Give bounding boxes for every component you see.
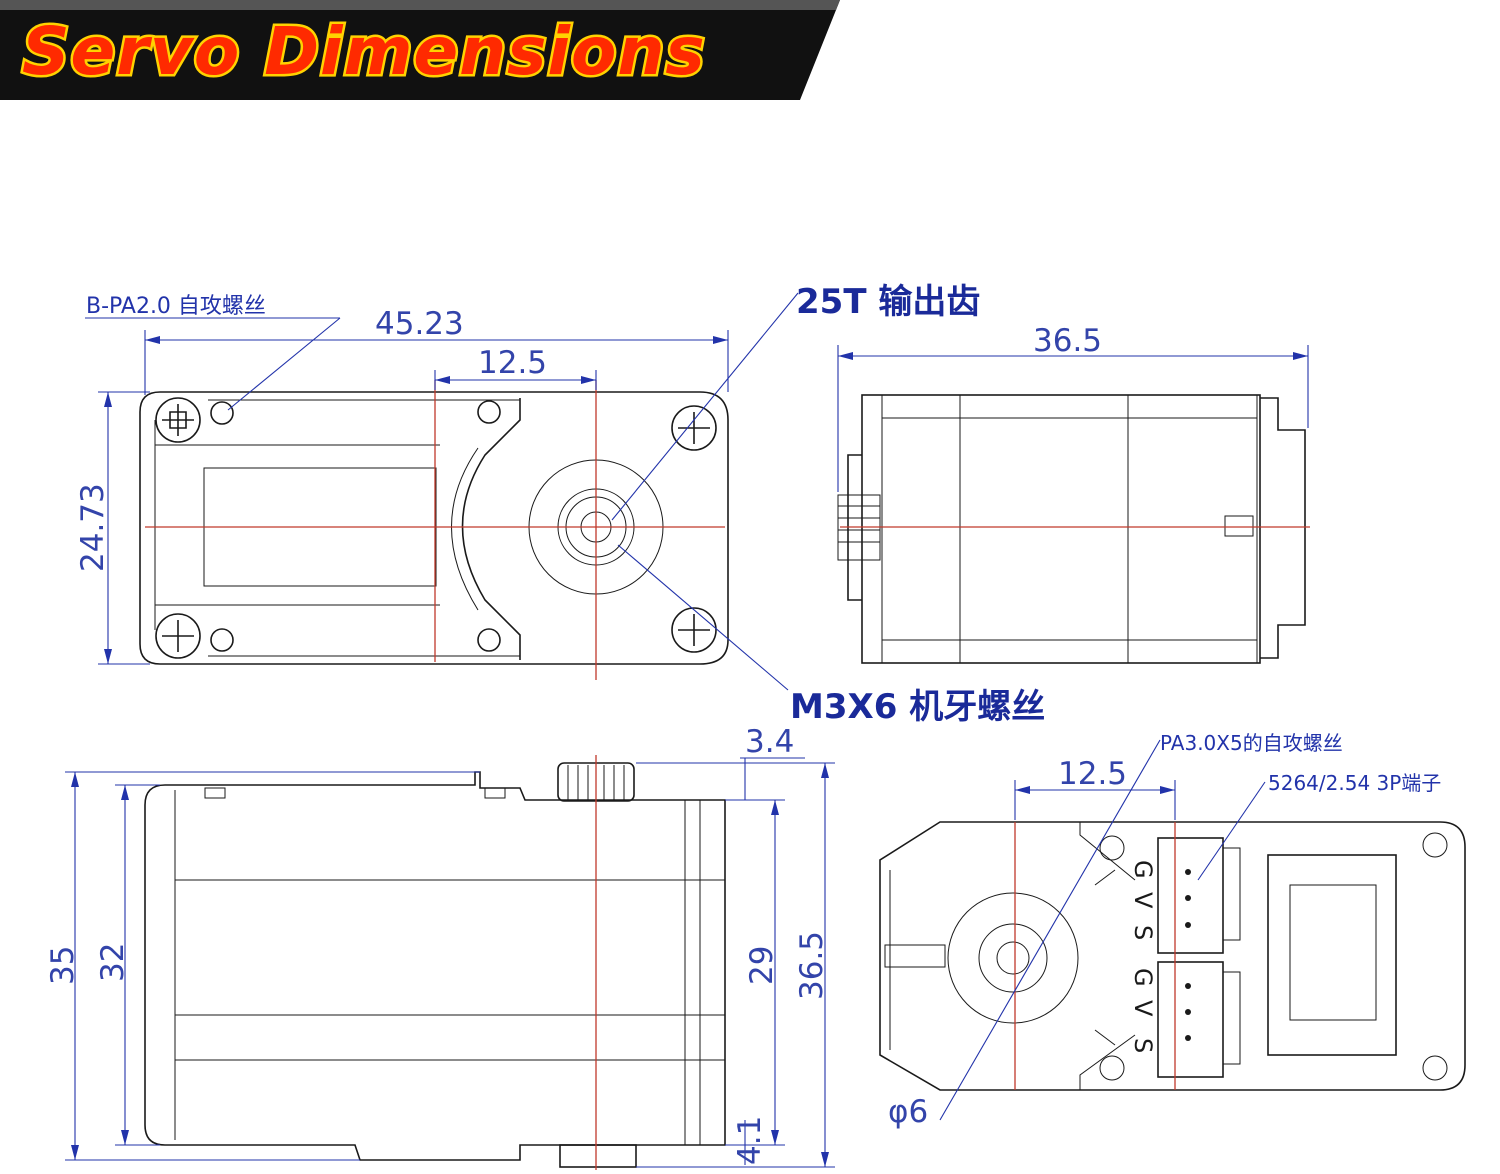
side-view-outline: [144, 771, 726, 1161]
label-connector: 5264/2.54 3P端子: [1268, 771, 1441, 795]
mount-hole: [477, 628, 501, 652]
connector-lower: [1157, 961, 1224, 1078]
dim-bottom-shaft-offset-value: 12.5: [1058, 756, 1127, 792]
bottom-view-label-inner: [1289, 884, 1377, 1021]
bottom-view-chamfer: [1079, 822, 1136, 1090]
title-banner: Servo Dimensions: [0, 0, 840, 100]
label-horn-screw: M3X6 机牙螺丝: [790, 687, 1045, 727]
end-view-inner: [881, 394, 1258, 664]
end-view-body: [861, 394, 1261, 664]
dim-height-total: 35: [45, 771, 480, 1161]
dim-overall-length-value: 45.23: [375, 306, 464, 342]
connector-pin: [1185, 983, 1191, 989]
pin-label-upper-s: S: [1129, 925, 1157, 940]
dim-height-with-shaft: 36.5: [636, 762, 835, 1168]
connector-pin: [1185, 1009, 1191, 1015]
connector-upper-pins: G V S: [1129, 860, 1157, 940]
dim-end-width-value: 36.5: [1033, 323, 1102, 359]
dim-shaft-diameter: φ6: [888, 1094, 928, 1130]
banner-title: Servo Dimensions: [22, 13, 706, 90]
leader-screw-mount: [227, 317, 341, 411]
top-view-case: [154, 420, 440, 630]
pin-label-upper-v: V: [1129, 892, 1157, 909]
top-view-gear-arc-inner: [451, 447, 479, 611]
bottom-mount-hole: [1422, 832, 1448, 858]
leader-bottom-screw: [939, 739, 1161, 1121]
dim-height-with-shaft-value: 36.5: [794, 931, 830, 1000]
bottom-view: G V S G V S 12.5 PA3.0X5的自攻螺丝 5264/2.54 …: [879, 731, 1466, 1130]
pin-label-lower-v: V: [1129, 1000, 1157, 1017]
bottom-horn-inner: [978, 923, 1048, 993]
connector-pin: [1185, 869, 1191, 875]
dim-height-body: 32: [95, 784, 160, 1146]
end-view-tab: [1224, 515, 1254, 537]
dim-shaft-offset: 12.5: [434, 345, 597, 390]
top-view: 45.23 12.5 24.73 B-PA2.0 自攻螺丝 25T 输出齿 M3…: [75, 282, 1045, 727]
dim-shaft-top: 3.4: [740, 724, 805, 800]
dim-end-width: 36.5: [837, 323, 1309, 492]
connector-upper: [1157, 837, 1224, 954]
bottom-view-label: [1267, 854, 1397, 1056]
side-view-bottom-boss: [559, 1144, 637, 1168]
mount-screw-top-right: [671, 405, 717, 451]
leader-connector: [1197, 781, 1266, 881]
dim-height: 24.73: [75, 391, 150, 665]
top-view-outline: [139, 391, 729, 665]
pin-label-lower-s: S: [1129, 1038, 1157, 1053]
mount-screw-bottom-right: [671, 607, 717, 653]
dim-overall-length: 45.23: [144, 306, 729, 395]
label-output-gear: 25T 输出齿: [796, 282, 980, 322]
top-view-gear-arc: [461, 398, 521, 660]
bottom-horn-hole: [996, 941, 1030, 975]
dim-height-case: 29: [725, 799, 785, 1146]
connector-pin: [1185, 1035, 1191, 1041]
mount-screw-top-left: [155, 397, 201, 443]
bottom-view-mark: [1094, 869, 1116, 886]
connector-pin: [1185, 895, 1191, 901]
dim-shaft-offset-value: 12.5: [478, 345, 547, 381]
connector-latch: [1223, 847, 1241, 1065]
leader-horn-screw: [617, 544, 789, 691]
banner-highlight: [0, 0, 840, 10]
label-bottom-screw: PA3.0X5的自攻螺丝: [1160, 731, 1343, 755]
end-view: 36.5: [837, 323, 1310, 664]
connector-pin: [1185, 922, 1191, 928]
banner-band: [0, 0, 840, 100]
dim-bottom-tab-value: 4.1: [732, 1116, 768, 1165]
side-view-notch: [484, 787, 506, 799]
pin-label-lower-g: G: [1129, 968, 1157, 987]
mount-hole: [210, 628, 234, 652]
leader-output-gear: [611, 292, 799, 521]
dim-bottom-shaft-offset: 12.5: [1014, 756, 1176, 820]
dim-bottom-tab: 4.1: [732, 1116, 768, 1165]
bottom-mount-hole: [1099, 835, 1125, 861]
side-view: 35 32 29 36.5 3.4: [45, 724, 835, 1170]
label-screw-mount: B-PA2.0 自攻螺丝: [86, 294, 266, 319]
mount-hole: [477, 400, 501, 424]
dim-height-body-value: 32: [95, 943, 131, 982]
side-view-notch: [204, 787, 226, 799]
dim-height-case-value: 29: [744, 946, 780, 985]
dim-height-value: 24.73: [75, 483, 111, 572]
bottom-mount-hole: [1422, 1055, 1448, 1081]
bottom-horn-outer: [947, 892, 1079, 1024]
bottom-view-tab: [884, 944, 946, 968]
mount-hole: [210, 401, 234, 425]
bottom-mount-hole: [1099, 1055, 1125, 1081]
end-view-cap: [1260, 397, 1306, 659]
mount-screw-bottom-left: [155, 613, 201, 659]
connector-lower-pins: G V S: [1129, 968, 1157, 1053]
pin-label-upper-g: G: [1129, 860, 1157, 879]
bottom-view-mark: [1094, 1029, 1116, 1046]
dim-height-total-value: 35: [45, 946, 81, 985]
bottom-view-outline: [879, 821, 1466, 1091]
dim-shaft-top-value: 3.4: [745, 724, 794, 760]
